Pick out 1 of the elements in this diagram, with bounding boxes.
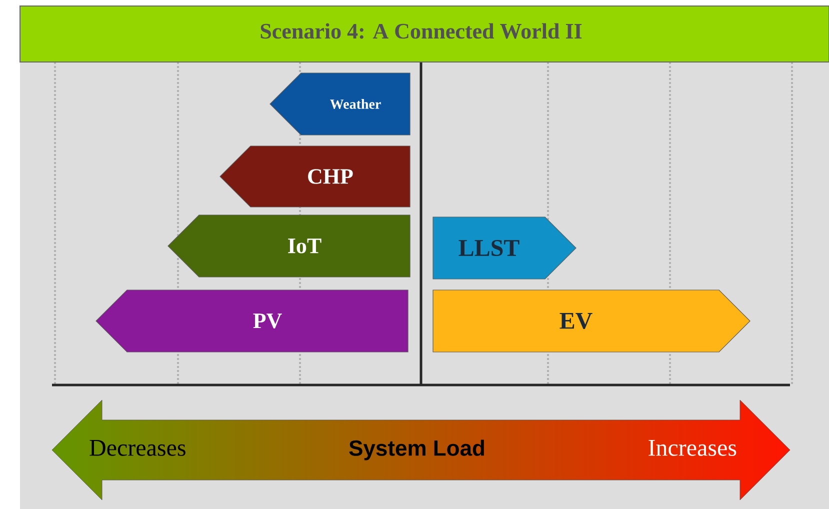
title-bar: Scenario 4: A Connected World II [20,6,829,62]
